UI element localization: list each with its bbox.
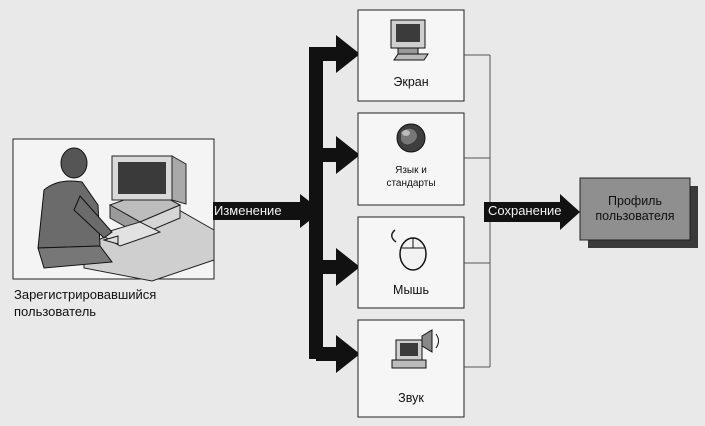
speaker-computer-icon — [391, 329, 439, 369]
profile-label-line2: пользователя — [595, 209, 675, 223]
globe-icon — [396, 123, 426, 153]
profile-box — [579, 177, 698, 248]
user-illustration — [12, 138, 215, 282]
trunk-bar — [309, 47, 323, 359]
panel-label-language-line2: стандарты — [386, 178, 436, 189]
change-label: Изменение — [214, 203, 282, 218]
panel-label-mouse: Мышь — [393, 283, 429, 297]
monitor-icon — [390, 19, 429, 61]
user-caption-line2: пользователь — [14, 304, 97, 319]
save-arrow — [484, 194, 580, 230]
profile-label-line1: Профиль — [608, 194, 662, 208]
branch-arrows — [316, 35, 360, 373]
panel-label-sound: Звук — [398, 391, 424, 405]
save-label: Сохранение — [488, 203, 562, 218]
mouse-icon — [391, 229, 427, 271]
panel-label-language-line1: Язык и — [395, 165, 427, 176]
user-caption: Зарегистрировавшийся пользователь — [14, 286, 156, 320]
panel-label-language: Язык и стандарты — [359, 164, 463, 190]
profile-label: Профиль пользователя — [580, 194, 690, 224]
user-caption-line1: Зарегистрировавшийся — [14, 287, 157, 302]
panel-label-screen: Экран — [393, 75, 429, 89]
change-arrow — [213, 194, 322, 228]
